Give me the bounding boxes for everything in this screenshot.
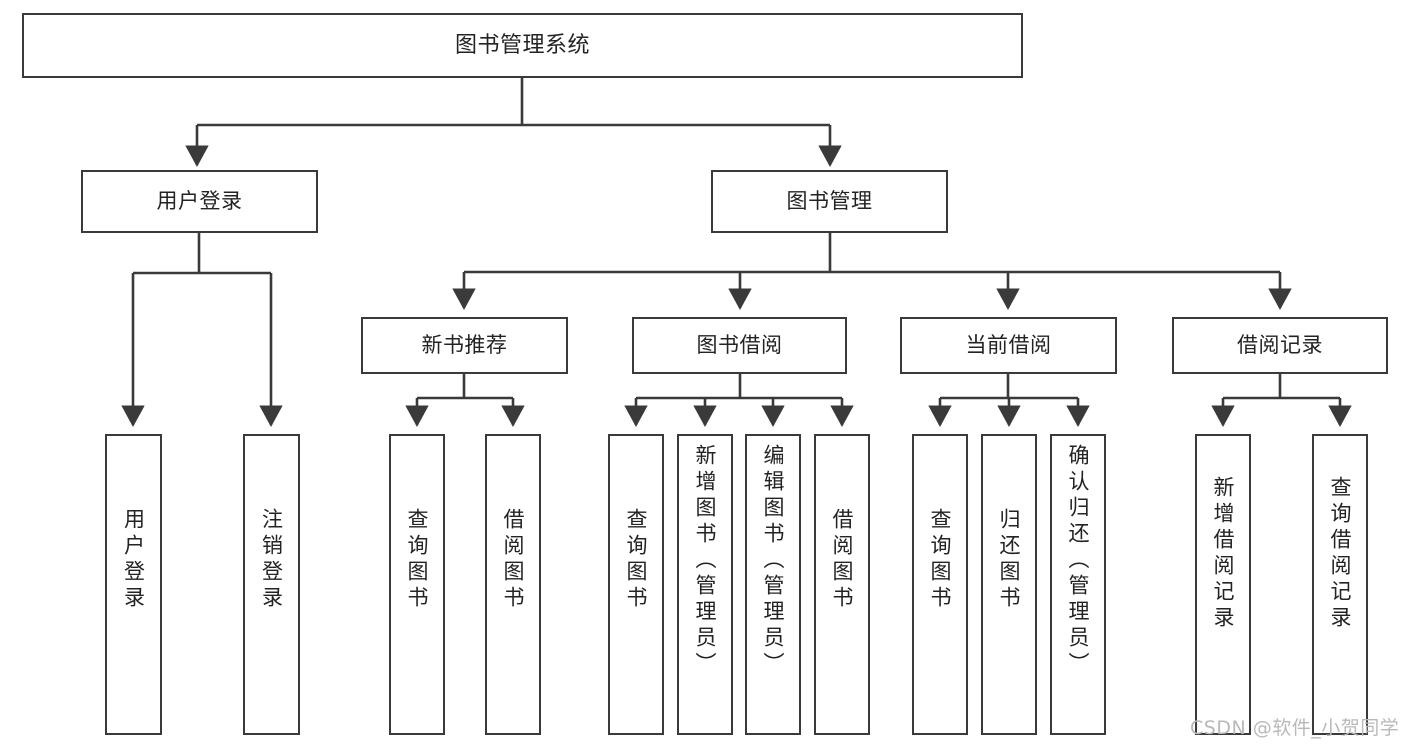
node-user-login-label: 用户登录 (156, 189, 243, 214)
node-book-borrow-label: 图书借阅 (696, 333, 783, 358)
leaf-add-book-label: 新增图书（管理员） (693, 444, 718, 678)
node-root-label: 图书管理系统 (454, 32, 590, 58)
leaf-return-book[interactable]: 归还图书 (981, 434, 1037, 735)
leaf-logout-login-label: 注销登录 (259, 508, 284, 612)
leaf-confirm-return[interactable]: 确认归还（管理员） (1050, 434, 1106, 735)
leaf-edit-book[interactable]: 编辑图书（管理员） (745, 434, 801, 735)
leaf-query-book-1[interactable]: 查询图书 (389, 434, 445, 735)
leaf-query-book-2-label: 查询图书 (624, 508, 649, 612)
leaf-query-book-2[interactable]: 查询图书 (608, 434, 664, 735)
leaf-query-book-3-label: 查询图书 (928, 508, 953, 612)
leaf-return-book-label: 归还图书 (997, 508, 1022, 612)
node-new-book-recommend[interactable]: 新书推荐 (361, 317, 568, 374)
leaf-borrow-book-2-label: 借阅图书 (830, 508, 855, 612)
node-borrow-record[interactable]: 借阅记录 (1172, 317, 1388, 374)
leaf-user-login-label: 用户登录 (121, 508, 146, 612)
node-current-borrow[interactable]: 当前借阅 (900, 317, 1117, 374)
leaf-borrow-book-1[interactable]: 借阅图书 (485, 434, 541, 735)
node-root[interactable]: 图书管理系统 (22, 13, 1023, 78)
leaf-query-record-label: 查询借阅记录 (1328, 476, 1353, 632)
leaf-edit-book-label: 编辑图书（管理员） (761, 444, 786, 678)
leaf-logout-login[interactable]: 注销登录 (243, 434, 300, 735)
node-book-management[interactable]: 图书管理 (711, 170, 948, 233)
node-book-borrow[interactable]: 图书借阅 (632, 317, 847, 374)
leaf-confirm-return-label: 确认归还（管理员） (1066, 444, 1091, 678)
leaf-add-book[interactable]: 新增图书（管理员） (677, 434, 733, 735)
node-current-borrow-label: 当前借阅 (965, 333, 1052, 358)
leaf-query-book-1-label: 查询图书 (405, 508, 430, 612)
leaf-borrow-book-2[interactable]: 借阅图书 (814, 434, 870, 735)
leaf-borrow-book-1-label: 借阅图书 (501, 508, 526, 612)
node-borrow-record-label: 借阅记录 (1237, 333, 1323, 358)
leaf-query-book-3[interactable]: 查询图书 (912, 434, 968, 735)
node-book-management-label: 图书管理 (786, 189, 873, 214)
leaf-add-record[interactable]: 新增借阅记录 (1195, 434, 1251, 735)
node-user-login[interactable]: 用户登录 (81, 170, 318, 233)
leaf-add-record-label: 新增借阅记录 (1211, 476, 1236, 632)
leaf-user-login[interactable]: 用户登录 (105, 434, 162, 735)
node-new-book-recommend-label: 新书推荐 (421, 333, 508, 358)
leaf-query-record[interactable]: 查询借阅记录 (1312, 434, 1368, 735)
